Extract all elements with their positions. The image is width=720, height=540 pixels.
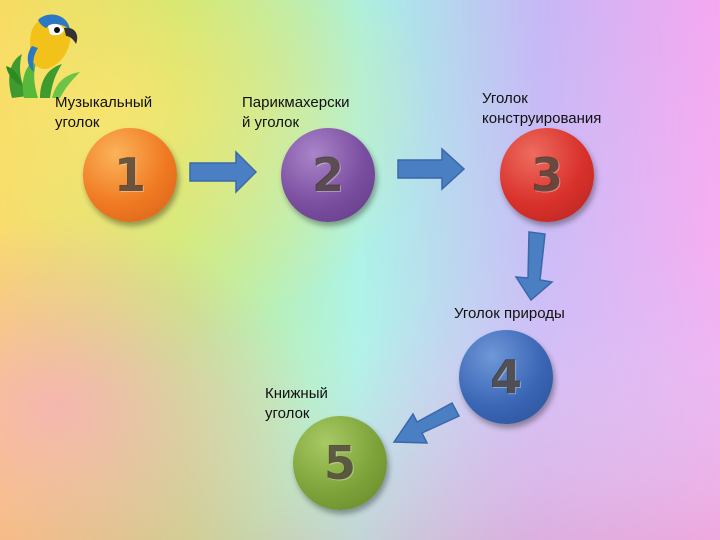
node-number: 1 (113, 148, 146, 202)
label-nature-corner: Уголок природы (454, 304, 565, 324)
arrow-3-to-4 (514, 231, 554, 302)
label-line: Музыкальный (55, 94, 153, 111)
node-1-circle: 1 (83, 128, 177, 222)
node-number: 3 (530, 148, 563, 202)
label-line: Книжный (265, 385, 328, 402)
label-line: Уголок (482, 90, 528, 107)
node-3-circle: 3 (500, 128, 594, 222)
node-2-circle: 2 (281, 128, 375, 222)
label-line: й уголок (242, 114, 300, 131)
arrow-4-to-5 (392, 401, 461, 444)
node-number: 4 (489, 350, 522, 404)
node-number: 2 (311, 148, 344, 202)
label-hairdresser-corner: Парикмахерски й уголок (242, 93, 350, 133)
label-line: Уголок природы (454, 305, 565, 322)
label-line: уголок (55, 114, 100, 131)
arrow-2-to-3 (397, 147, 466, 191)
label-line: Парикмахерски (242, 94, 350, 111)
label-construction-corner: Уголок конструирования (482, 89, 601, 129)
node-5-circle: 5 (293, 416, 387, 510)
label-music-corner: Музыкальный уголок (55, 93, 152, 133)
label-line: уголок (265, 405, 310, 422)
node-4-circle: 4 (459, 330, 553, 424)
label-line: конструирования (482, 110, 602, 127)
label-book-corner: Книжный уголок (265, 384, 328, 424)
parrot-icon (6, 14, 80, 98)
node-number: 5 (323, 436, 356, 490)
arrow-1-to-2 (189, 150, 258, 194)
